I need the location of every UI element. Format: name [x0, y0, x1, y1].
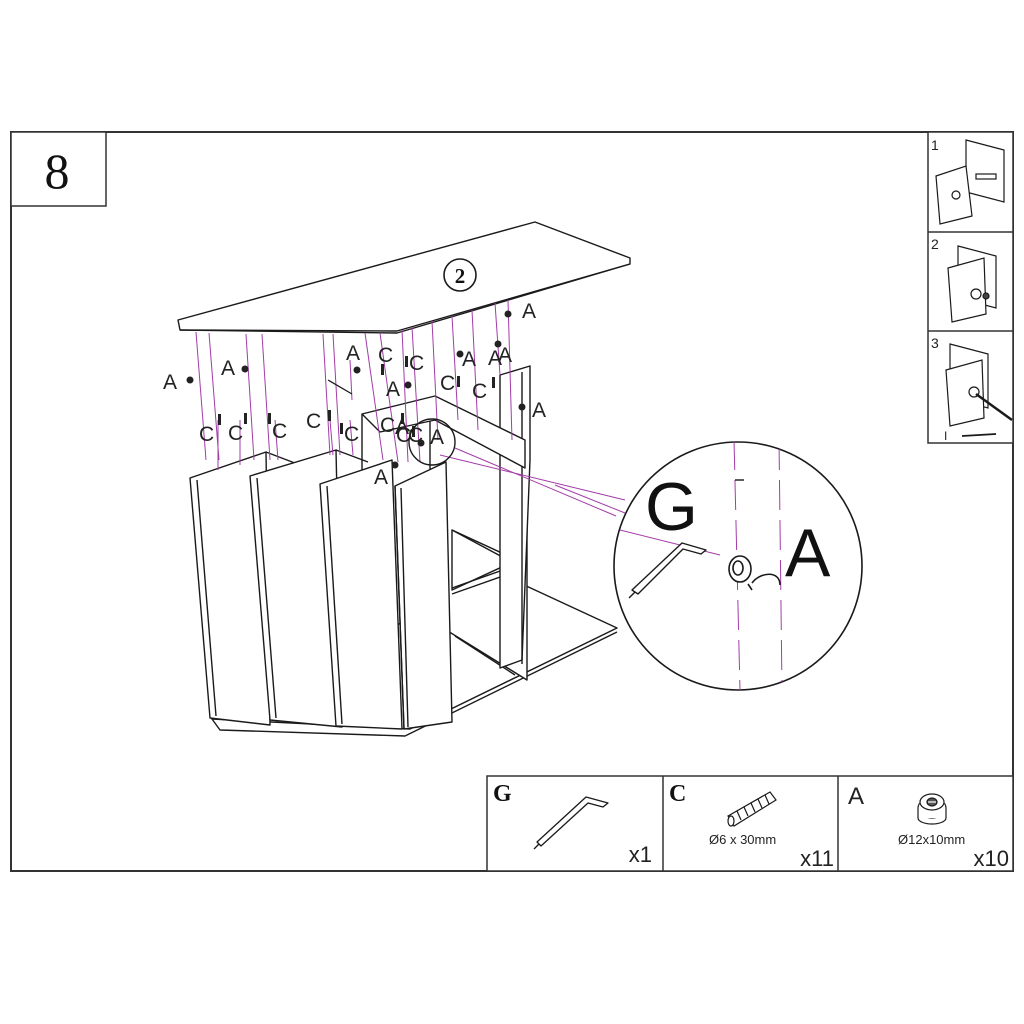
fitting-label: C [378, 344, 393, 367]
step-number: 8 [45, 143, 70, 199]
part-letter: A [848, 783, 864, 810]
top-panel: 2 [177, 221, 631, 334]
howto-step-3: 3 I [931, 335, 1013, 443]
fitting-label: A [462, 348, 476, 371]
allen-key-icon [533, 796, 609, 850]
panel-number-badge [443, 258, 477, 292]
divider-panel-4 [394, 461, 453, 730]
panel-number: 2 [455, 264, 466, 288]
howto-sidebar: 1 2 3 I [927, 131, 1014, 444]
part-quantity: x11 [800, 846, 834, 871]
part-spec: Ø6 x 30mm [709, 832, 776, 847]
fitting-label: C [380, 414, 395, 437]
howto-step-number: 3 [931, 335, 939, 351]
howto-tool-label: I [944, 429, 947, 443]
fitting-label: A [532, 399, 546, 422]
fitting-label: A [522, 300, 536, 323]
detail-tool-letter: G [645, 469, 698, 545]
fitting-label: A [221, 357, 235, 380]
step-number-box: 8 [10, 131, 107, 207]
part-letter: C [669, 781, 686, 807]
fitting-label: C [472, 380, 487, 403]
detail-cam-lock [728, 555, 781, 591]
fitting-label: A [395, 416, 409, 439]
howto-step-number: 1 [931, 137, 939, 153]
fitting-label: C [228, 422, 243, 445]
fitting-label: C [409, 352, 424, 375]
loose-dowel [327, 379, 353, 395]
main-assembly-view: 2 [177, 221, 631, 737]
part-quantity: x10 [974, 846, 1009, 871]
parts-table: G x1 C Ø6 x 30mm x11 A [486, 775, 1014, 872]
fitting-label: C [199, 423, 214, 446]
fitting-labels: A A A C C A A A C C A C C C C C C A A A … [163, 300, 546, 489]
cam-lock-icon [917, 793, 947, 825]
fitting-label: C [306, 410, 321, 433]
howto-step-number: 2 [931, 236, 939, 252]
part-spec: Ø12x10mm [898, 832, 965, 847]
part-quantity: x1 [629, 842, 652, 867]
assembly-guide-lines [195, 299, 631, 516]
fitting-label: C [344, 423, 359, 446]
fitting-label: C [272, 420, 287, 443]
howto-step-2: 2 [931, 236, 997, 323]
fitting-label: A [488, 347, 502, 370]
fittings [186, 310, 526, 469]
fitting-label: C [440, 372, 455, 395]
divider-panel-1 [189, 451, 301, 726]
detail-allen-key [628, 542, 707, 599]
howto-step-1: 1 [931, 137, 1005, 225]
detail-connector-line [454, 447, 617, 517]
fitting-label: A [163, 371, 177, 394]
fitting-label: A [346, 342, 360, 365]
divider-panel-2 [249, 449, 369, 728]
fitting-label: A [498, 344, 512, 367]
detail-fitting-letter: A [785, 515, 831, 591]
fitting-label: A [374, 466, 388, 489]
part-cell-c: C Ø6 x 30mm x11 [669, 781, 834, 871]
detail-view: G A [613, 441, 863, 691]
part-cell-a: A Ø12x10mm x10 [848, 783, 1009, 871]
divider-panel-3 [319, 459, 403, 730]
part-cell-g: G x1 [493, 781, 652, 867]
detail-marker-circle [408, 418, 456, 466]
dowel-icon [727, 791, 777, 827]
part-letter: G [493, 781, 512, 807]
fitting-label: A [386, 378, 400, 401]
fitting-label: A [430, 426, 444, 449]
fitting-label: C [396, 424, 411, 447]
